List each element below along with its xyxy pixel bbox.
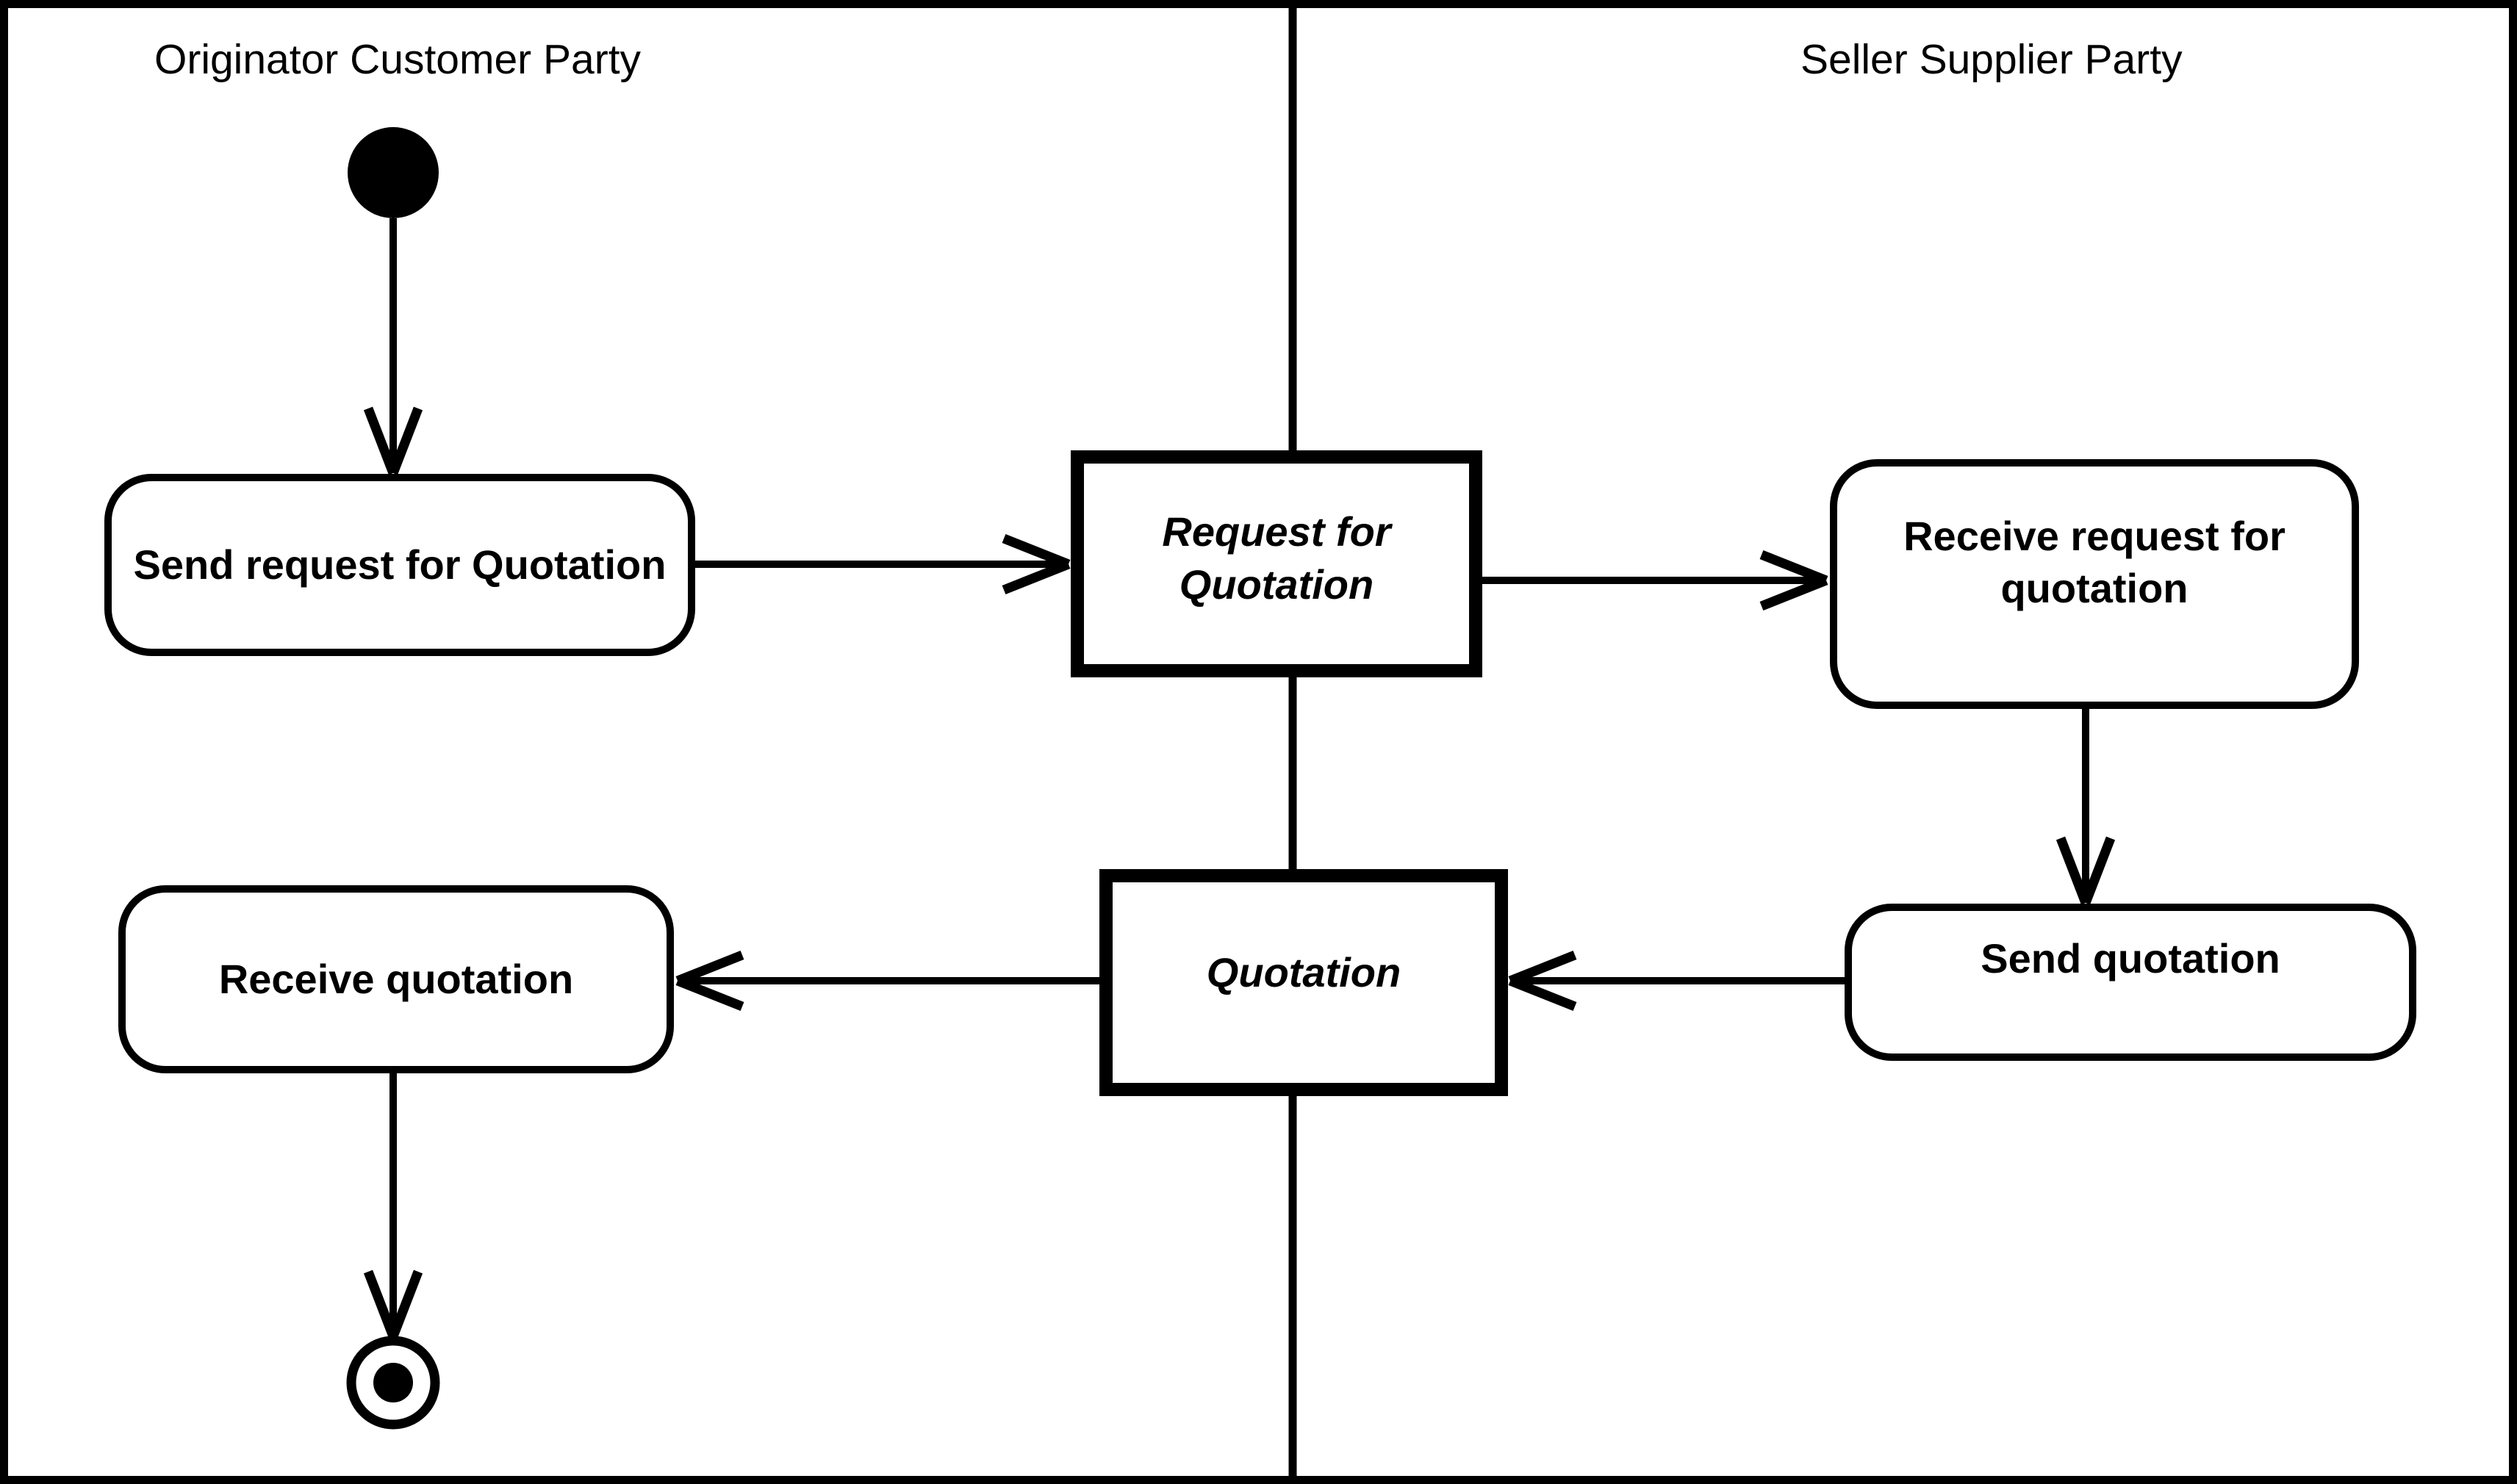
edge-send-quotation-to-quotation [1508, 950, 1845, 1012]
final-state-node [346, 1336, 440, 1430]
node-object-quotation: Quotation [1099, 869, 1508, 1096]
node-object-request-for-quotation-label: Request for Quotation [1162, 508, 1391, 608]
node-send-request-for-quotation-label: Send request for Quotation [133, 541, 667, 588]
edge-rfq-to-receive-request [1482, 550, 1828, 611]
node-object-request-for-quotation: Request for Quotation [1071, 450, 1482, 677]
node-send-request-for-quotation: Send request for Quotation [104, 474, 695, 656]
node-receive-request-for-quotation: Receive request for quotation [1830, 459, 2359, 709]
node-send-quotation: Send quotation [1845, 904, 2416, 1061]
node-receive-request-for-quotation-label: Receive request for quotation [1903, 512, 2286, 611]
node-send-quotation-label: Send quotation [1981, 935, 2280, 982]
edge-send-request-to-rfq [694, 533, 1071, 595]
edge-receive-request-to-send-quotation [2055, 709, 2116, 905]
node-object-quotation-label: Quotation [1206, 948, 1401, 995]
node-receive-quotation-label: Receive quotation [218, 956, 574, 1003]
edge-initial-to-send-request [363, 218, 423, 475]
lane-title-seller-supplier-party: Seller Supplier Party [1800, 36, 2183, 83]
node-receive-quotation: Receive quotation [118, 885, 674, 1073]
edge-receive-quotation-to-final [363, 1073, 423, 1339]
initial-state-node [348, 127, 439, 218]
edge-quotation-to-receive-quotation [675, 950, 1099, 1012]
lane-title-originator-customer-party: Originator Customer Party [154, 36, 642, 83]
